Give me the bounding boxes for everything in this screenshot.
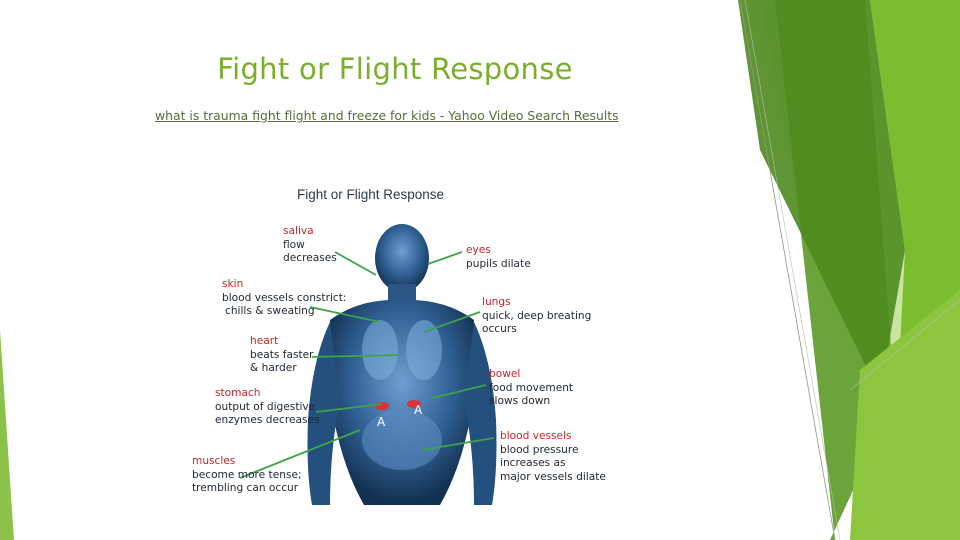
label-muscles-head: muscles bbox=[192, 455, 236, 467]
label-stomach-head: stomach bbox=[215, 387, 261, 399]
label-saliva: saliva flow decreases bbox=[283, 225, 337, 266]
label-heart-line-1: beats faster bbox=[250, 348, 314, 361]
label-bowel-head: bowel bbox=[489, 368, 521, 380]
label-blood-vessels-head: blood vessels bbox=[500, 430, 572, 442]
label-eyes-head: eyes bbox=[466, 244, 491, 256]
right-accent-line-2 bbox=[744, 0, 841, 540]
label-blood-vessels: blood vessels blood pressure increases a… bbox=[500, 430, 606, 484]
label-stomach-line-2: enzymes decreases bbox=[215, 414, 320, 427]
label-heart-head: heart bbox=[250, 335, 279, 347]
head-shape bbox=[375, 224, 429, 292]
right-lung-shape bbox=[406, 320, 442, 380]
video-search-link[interactable]: what is trauma fight flight and freeze f… bbox=[155, 108, 619, 123]
label-saliva-line-2: decreases bbox=[283, 252, 337, 265]
right-accent-line bbox=[739, 0, 836, 540]
label-stomach: stomach output of digestive enzymes decr… bbox=[215, 387, 320, 428]
right-arm-shape bbox=[464, 322, 497, 505]
label-bowel-line-1: food movement bbox=[489, 381, 574, 394]
right-accent-lower bbox=[850, 290, 960, 540]
label-heart: heart beats faster & harder bbox=[250, 335, 314, 376]
pointer-lines bbox=[239, 251, 495, 479]
label-skin-head: skin bbox=[222, 278, 244, 290]
right-accent-dark bbox=[738, 0, 905, 395]
label-heart-line-2: & harder bbox=[250, 362, 297, 375]
pointer-bowel bbox=[431, 384, 487, 399]
pointer-lungs bbox=[423, 311, 481, 333]
label-lungs-line-2: occurs bbox=[482, 323, 517, 336]
pointer-stomach bbox=[315, 403, 383, 413]
label-muscles-line-1: become more tense; bbox=[192, 468, 302, 481]
label-blood-vessels-line-2: increases as bbox=[500, 457, 566, 470]
label-blood-vessels-line-3: major vessels dilate bbox=[500, 470, 606, 483]
label-bowel-line-2: slows down bbox=[489, 395, 551, 408]
adrenal-marker-a-right: A bbox=[414, 403, 423, 417]
label-lungs: lungs quick, deep breating occurs bbox=[482, 296, 591, 337]
label-muscles-line-2: trembling can occur bbox=[192, 482, 299, 495]
label-saliva-head: saliva bbox=[283, 225, 314, 237]
figure-title: Fight or Flight Response bbox=[297, 187, 445, 202]
right-accent-line-3 bbox=[849, 299, 960, 391]
left-accent-shape bbox=[0, 330, 14, 540]
human-body-figure bbox=[307, 224, 497, 505]
adrenal-marker-a-left: A bbox=[377, 415, 386, 429]
label-eyes-line-1: pupils dilate bbox=[466, 257, 531, 270]
body-diagram: A A bbox=[239, 224, 497, 505]
torso-shape bbox=[330, 299, 474, 505]
label-skin: skin blood vessels constrict: chills & s… bbox=[222, 278, 346, 319]
adrenal-gland-left bbox=[375, 402, 389, 410]
label-skin-line-2: chills & sweating bbox=[225, 305, 315, 318]
label-lungs-line-1: quick, deep breating bbox=[482, 309, 592, 322]
pointer-eyes bbox=[427, 251, 463, 265]
label-skin-line-1: blood vessels constrict: bbox=[222, 291, 347, 304]
pointer-skin bbox=[309, 306, 381, 323]
intestines-shape bbox=[362, 410, 442, 470]
left-arm-shape bbox=[307, 322, 340, 505]
label-stomach-line-1: output of digestive bbox=[215, 400, 316, 413]
pointer-muscles bbox=[239, 429, 361, 479]
slide-title: Fight or Flight Response bbox=[217, 52, 573, 86]
adrenal-gland-right bbox=[407, 400, 421, 408]
pointer-saliva bbox=[334, 251, 377, 276]
pointer-blood-vessels bbox=[421, 437, 495, 451]
label-muscles: muscles become more tense; trembling can… bbox=[192, 455, 302, 496]
pointer-heart bbox=[311, 354, 399, 358]
label-bowel: bowel food movement slows down bbox=[489, 368, 573, 409]
label-lungs-head: lungs bbox=[482, 296, 511, 308]
label-blood-vessels-line-1: blood pressure bbox=[500, 443, 579, 456]
left-lung-shape bbox=[362, 320, 398, 380]
label-saliva-line-1: flow bbox=[283, 238, 305, 251]
label-eyes: eyes pupils dilate bbox=[466, 244, 531, 271]
